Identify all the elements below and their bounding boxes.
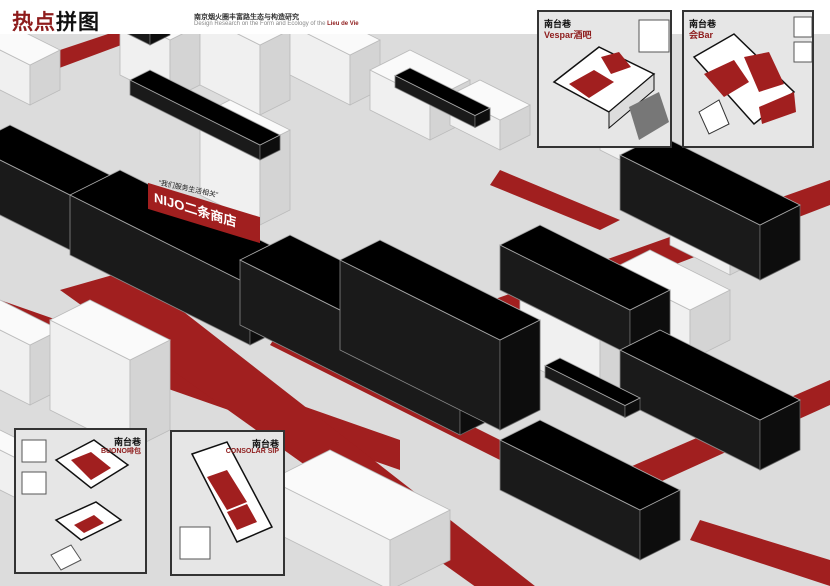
subtitle-en: Design Research on the Form and Ecology … (194, 21, 359, 27)
building-roof (449, 79, 531, 121)
panel-name: 会Bar (689, 30, 714, 40)
building-roof (129, 69, 281, 146)
panel-consolar: 南台巷 CONSOLAR SIP (170, 430, 285, 576)
panel-hui-bar: 南台巷 会Bar (682, 10, 814, 148)
panel-title: 南台巷 (689, 19, 717, 29)
building-roof (619, 329, 801, 421)
subtitle-en-prefix: Design Research on the Form and Ecology … (194, 21, 328, 27)
panel-name: CONSOLAR SIP (225, 448, 279, 455)
building-roof (0, 299, 61, 346)
consolar-axonometric (179, 441, 274, 560)
red-road (490, 170, 620, 230)
panel-name: Vespar酒吧 (544, 30, 592, 40)
panel-vespar: 南台巷 Vespar酒吧 (537, 10, 672, 148)
building-roof (499, 224, 671, 311)
panel-title: 南台巷 (544, 19, 572, 29)
panel-name: BUONO啡包 (100, 448, 141, 455)
buono-axonometric (21, 439, 130, 571)
panel-title: 南台巷 (251, 439, 279, 449)
building-roof (619, 134, 801, 226)
panel-buono: 南台巷 BUONO啡包 (14, 428, 147, 574)
red-road (690, 520, 830, 586)
building-roof (269, 449, 451, 541)
building-roof (499, 419, 681, 511)
vespar-axonometric (552, 19, 670, 140)
panel-title: 南台巷 (113, 437, 141, 447)
title-black: 拼图 (56, 11, 100, 34)
building-roof (339, 239, 541, 341)
building-roof (49, 299, 171, 361)
title-red: 热点 (12, 11, 56, 34)
building-roof (394, 67, 491, 116)
subtitle-cn: 南京烟火圈丰富路生态与构造研究 (194, 14, 299, 21)
page-title: 热点拼图 (12, 6, 100, 36)
building-roof (544, 357, 641, 406)
hui-bar-axonometric (692, 16, 812, 135)
highlighted-buildings (0, 0, 801, 561)
building-roof (609, 249, 731, 311)
subtitle-en-highlight: Lieu de Vie (327, 21, 359, 27)
